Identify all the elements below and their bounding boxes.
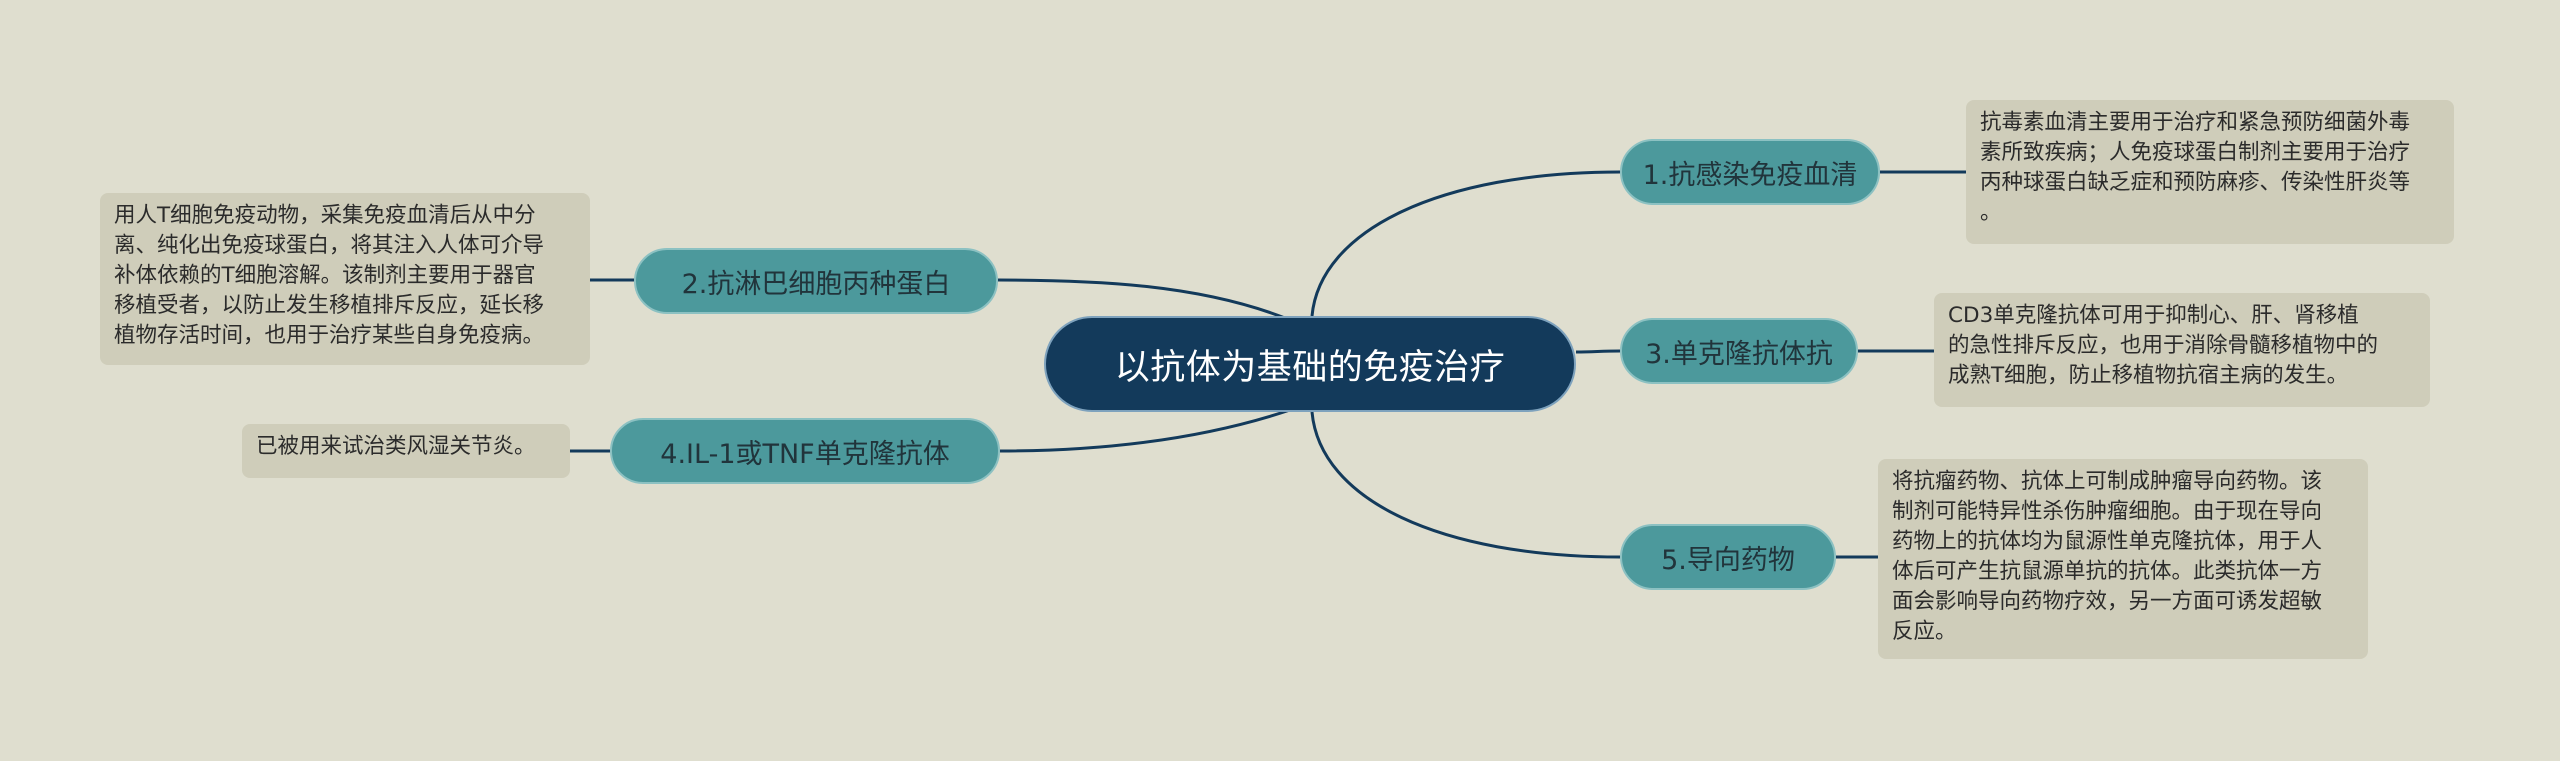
branch-anti-lymphocyte-globulin[interactable]: 2.抗淋巴细胞丙种蛋白 <box>634 248 998 314</box>
branch-anti-infection-serum[interactable]: 1.抗感染免疫血清 <box>1620 139 1880 205</box>
note-line: 用人T细胞免疫动物，采集免疫血清后从中分 <box>114 203 536 228</box>
branch-label: 4.IL-1或TNF单克隆抗体 <box>660 438 950 470</box>
root-topic-label: 以抗体为基础的免疫治疗 <box>1114 347 1506 388</box>
note-line: 成熟T细胞，防止移植物抗宿主病的发生。 <box>1948 363 2349 388</box>
note-line: 素所致疾病；人免疫球蛋白制剂主要用于治疗 <box>1980 140 2411 165</box>
note-line: 药物上的抗体均为鼠源性单克隆抗体，用于人 <box>1892 529 2323 554</box>
note-line: 抗毒素血清主要用于治疗和紧急预防细菌外毒 <box>1980 110 2411 135</box>
connector-root-b1 <box>1310 170 1621 317</box>
connector-root-b5 <box>1310 411 1621 559</box>
note-line: 将抗瘤药物、抗体上可制成肿瘤导向药物。该 <box>1892 469 2323 494</box>
note-monoclonal-antibody: CD3单克隆抗体可用于抑制心、肝、肾移植 的急性排斥反应，也用于消除骨髓移植物中… <box>1934 293 2430 407</box>
note-anti-lymphocyte-globulin: 用人T细胞免疫动物，采集免疫血清后从中分 离、纯化出免疫球蛋白，将其注入人体可介… <box>100 193 590 365</box>
connector-root-b2 <box>997 278 1286 320</box>
branch-label: 3.单克隆抗体抗 <box>1645 338 1833 370</box>
note-line: 植物存活时间，也用于治疗某些自身免疫病。 <box>114 323 545 348</box>
note-line: 已被用来试治类风湿关节炎。 <box>256 434 536 459</box>
note-line: CD3单克隆抗体可用于抑制心、肝、肾移植 <box>1948 303 2359 328</box>
branch-targeted-drug[interactable]: 5.导向药物 <box>1620 524 1836 590</box>
note-line: 制剂可能特异性杀伤肿瘤细胞。由于现在导向 <box>1892 499 2323 524</box>
branch-il1-tnf-antibody[interactable]: 4.IL-1或TNF单克隆抗体 <box>610 418 1000 484</box>
note-line: 体后可产生抗鼠源单抗的抗体。此类抗体一方 <box>1892 559 2323 584</box>
note-line: 补体依赖的T细胞溶解。该制剂主要用于器官 <box>114 263 536 288</box>
note-line: 离、纯化出免疫球蛋白，将其注入人体可介导 <box>114 233 545 258</box>
root-topic[interactable]: 以抗体为基础的免疫治疗 <box>1044 316 1576 412</box>
connector-root-b3 <box>1575 349 1621 354</box>
branch-label: 5.导向药物 <box>1661 544 1795 576</box>
note-line: 移植受者，以防止发生移植排斥反应，延长移 <box>114 293 545 318</box>
note-anti-infection-serum: 抗毒素血清主要用于治疗和紧急预防细菌外毒 素所致疾病；人免疫球蛋白制剂主要用于治… <box>1966 100 2454 244</box>
note-line: 。 <box>1980 200 2002 225</box>
note-targeted-drug: 将抗瘤药物、抗体上可制成肿瘤导向药物。该 制剂可能特异性杀伤肿瘤细胞。由于现在导… <box>1878 459 2368 659</box>
branch-label: 1.抗感染免疫血清 <box>1642 159 1858 191</box>
note-line: 面会影响导向药物疗效，另一方面可诱发超敏 <box>1892 589 2323 614</box>
branch-monoclonal-antibody[interactable]: 3.单克隆抗体抗 <box>1620 318 1858 384</box>
note-il1-tnf-antibody: 已被用来试治类风湿关节炎。 <box>242 424 570 478</box>
connector-root-b4 <box>999 408 1291 453</box>
note-line: 的急性排斥反应，也用于消除骨髓移植物中的 <box>1948 333 2379 358</box>
branch-label: 2.抗淋巴细胞丙种蛋白 <box>681 268 951 300</box>
note-line: 反应。 <box>1892 619 1957 644</box>
note-line: 丙种球蛋白缺乏症和预防麻疹、传染性肝炎等 <box>1980 170 2411 195</box>
